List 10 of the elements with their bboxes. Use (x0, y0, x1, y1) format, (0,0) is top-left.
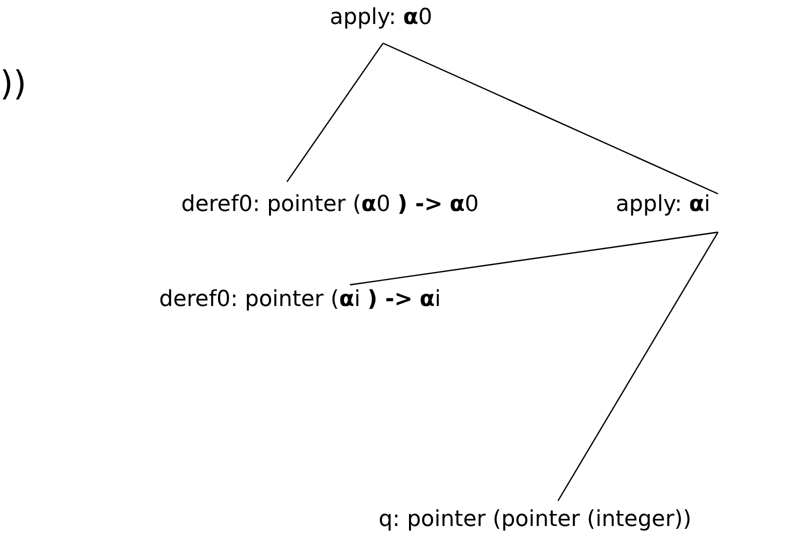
tree-node-label: deref0: pointer (α0 ) -> α0 (181, 192, 479, 218)
tree-edge (286, 42, 384, 182)
tree-edge (350, 232, 718, 286)
tree-node-label: deref0: pointer (αi ) -> αi (159, 286, 441, 314)
closing-parentheses: )) (0, 64, 27, 104)
tree-edge (382, 42, 718, 194)
tree-node-label: apply: αi (616, 192, 710, 218)
tree-node-label: apply: α0 (330, 4, 432, 32)
tree-node-label: q: pointer (pointer (integer)) (378, 506, 692, 534)
tree-edge (557, 232, 719, 502)
